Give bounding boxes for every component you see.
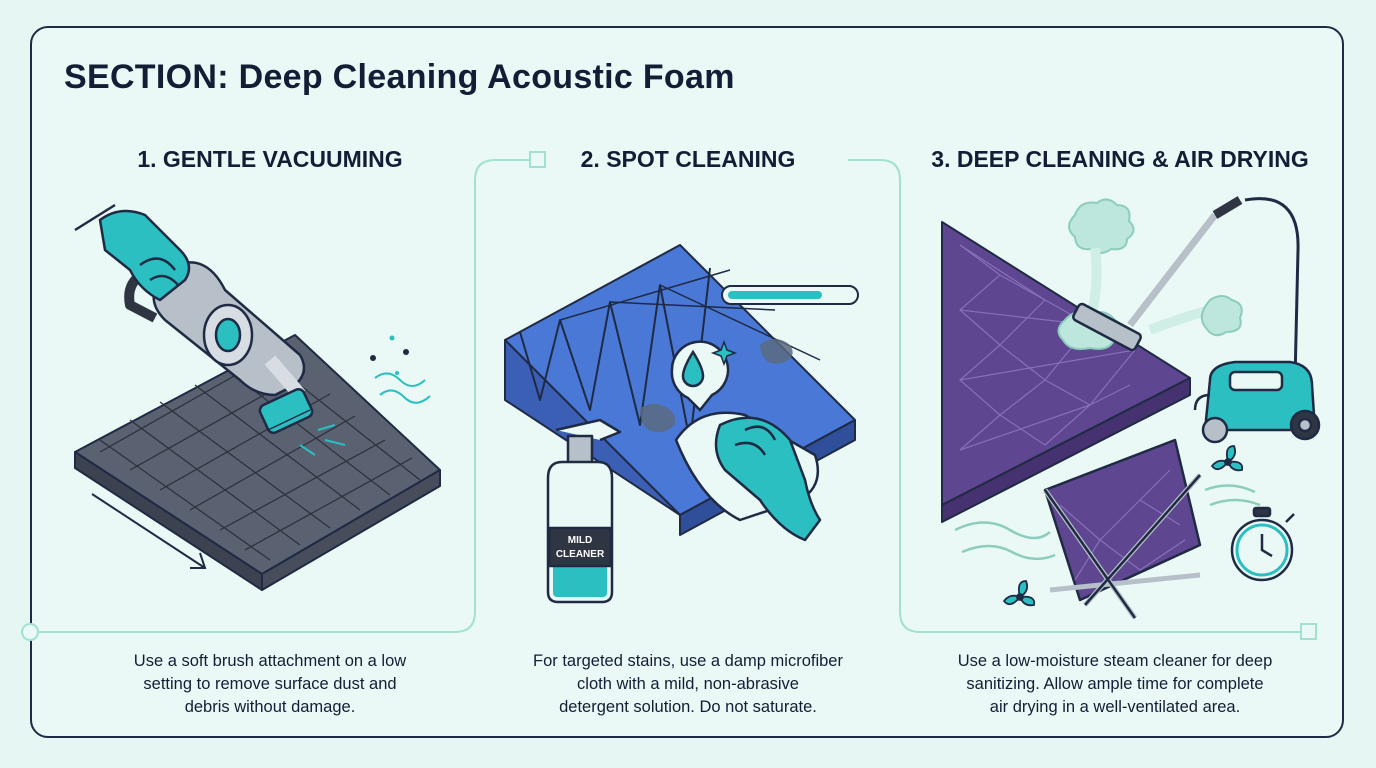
- step-3-heading: 3. DEEP CLEANING & AIR DRYING: [931, 146, 1309, 172]
- step-1-line-1: Use a soft brush attachment on a low: [133, 652, 407, 670]
- step-3-line-1: Use a low-moisture steam cleaner for dee…: [957, 652, 1273, 670]
- section-title: SECTION: Deep Cleaning Acoustic Foam: [64, 58, 735, 96]
- step-2-description: For targeted stains, use a damp microfib…: [488, 650, 888, 719]
- stopwatch-icon: [1230, 506, 1295, 582]
- step-3-line-2: sanitizing. Allow ample time for complet…: [966, 675, 1264, 693]
- bottle-label-cleaner: CLEANER: [556, 549, 605, 560]
- airflow-icon: [954, 484, 1261, 561]
- stain-marks: [640, 339, 793, 433]
- steam-cleaner-icon: [1072, 196, 1321, 444]
- gloved-hand-cloth-icon: [674, 411, 822, 542]
- dust-particles-icon: [299, 335, 431, 456]
- step-2-line-3: detergent solution. Do not saturate.: [559, 698, 817, 716]
- step-1-line-3: debris without damage.: [184, 698, 356, 716]
- spray-bottle-icon: MILD CLEANER: [546, 418, 622, 604]
- gloved-hand-icon: [74, 203, 191, 302]
- step-2-heading: 2. SPOT CLEANING: [580, 146, 796, 172]
- step-1-description: Use a soft brush attachment on a low set…: [75, 650, 465, 719]
- fan-icon: [1002, 445, 1244, 607]
- handheld-vacuum-icon: [124, 261, 314, 435]
- connector-lines: [21, 151, 1317, 641]
- pyramid-foam-panel-icon: [74, 334, 441, 591]
- bottle-label-mild: MILD: [568, 535, 592, 546]
- step-1-heading: 1. GENTLE VACUUMING: [137, 146, 403, 172]
- step-1-line-2: setting to remove surface dust and: [143, 675, 397, 693]
- step-3-description: Use a low-moisture steam cleaner for dee…: [905, 650, 1325, 719]
- step-2-line-1: For targeted stains, use a damp microfib…: [533, 652, 843, 670]
- progress-bar-icon: [721, 285, 859, 305]
- water-drop-icon: [670, 339, 738, 412]
- drying-rack-icon: [1042, 438, 1202, 620]
- geometric-foam-panel-icon: [941, 221, 1191, 523]
- direction-arrow-icon: [91, 493, 207, 569]
- step-2-line-2: cloth with a mild, non-abrasive: [577, 675, 799, 693]
- step-3-line-3: air drying in a well-ventilated area.: [989, 698, 1241, 716]
